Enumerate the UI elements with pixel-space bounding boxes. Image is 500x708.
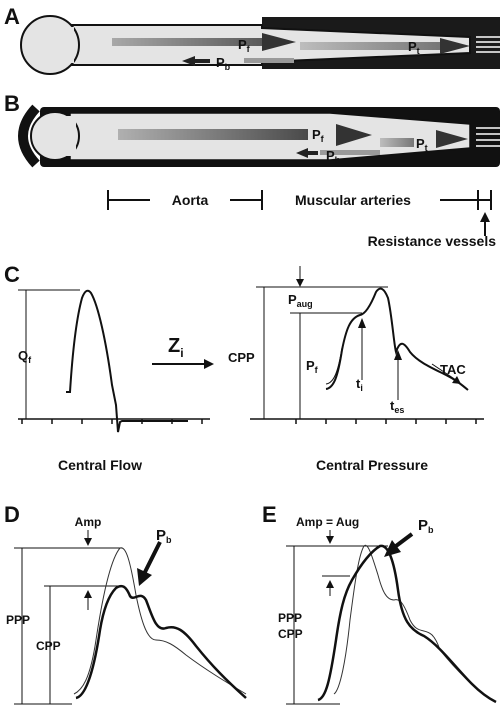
pb-arrow-shaft-d: [142, 541, 162, 575]
panel-d-plot: [14, 530, 247, 705]
label-pf-c: Pf: [306, 358, 319, 375]
pressure-trace-echo: [325, 347, 343, 385]
caption-central-flow: Central Flow: [58, 457, 142, 473]
ti-arrowhead-icon: [358, 318, 366, 328]
ventricle-neck-b: [66, 116, 76, 156]
label-ppp-d: PPP: [6, 613, 30, 627]
pressure-trace: [325, 287, 469, 391]
central-pressure-plot: [250, 266, 484, 424]
label-pb-a: Pb: [216, 55, 231, 72]
caption-central-pressure: Central Pressure: [316, 457, 428, 473]
label-tes: tes: [390, 398, 404, 415]
label-pf-a: Pf: [238, 37, 251, 54]
pt-bar-a: [300, 42, 440, 50]
label-pt-b: Pt: [416, 136, 428, 153]
resistance-pointer-icon: [480, 212, 490, 222]
label-pb-b: Pb: [326, 148, 341, 165]
pt-bar-b: [380, 138, 414, 147]
panel-label-e: E: [262, 502, 277, 527]
pb-bar-b: [320, 150, 380, 155]
tes-arrowhead-icon: [394, 350, 402, 360]
central-trace-e: [317, 544, 497, 704]
label-cpp-c: CPP: [228, 350, 255, 365]
pb-arrow-shaft-e: [394, 532, 414, 548]
vessel-model-b: [18, 104, 500, 168]
pb-arrowhead-icon-e: [384, 540, 401, 557]
panel-label-d: D: [4, 502, 20, 527]
pressure-axis-ticks: [295, 419, 477, 424]
label-cpp-d: CPP: [36, 639, 61, 653]
label-qf: Qf: [18, 348, 32, 365]
amp-arrowhead-icon-d: [84, 538, 92, 546]
thick-ventricle-wall-b: [18, 104, 40, 168]
peripheral-trace-d: [73, 547, 247, 695]
zi-arrowhead-icon: [204, 359, 214, 369]
aug-arrowhead-icon-d: [84, 590, 92, 598]
label-pb-d: Pb: [156, 527, 172, 545]
paug-pointer-icon: [296, 279, 304, 287]
flow-trace: [66, 289, 188, 433]
label-amp-d: Amp: [75, 515, 102, 529]
label-ppp-e: PPP: [278, 611, 302, 625]
pb-arrowhead-b: [296, 148, 308, 158]
label-zi: Zi: [168, 335, 184, 360]
segment-aorta: Aorta: [172, 192, 209, 208]
amp-arrowhead-icon-e: [326, 536, 334, 544]
central-trace-d: [75, 584, 247, 700]
label-amp-aug-e: Amp = Aug: [296, 515, 359, 529]
label-tac: TAC: [440, 362, 466, 377]
pb-arrowhead-icon-d: [137, 568, 152, 586]
pf-arrow-b: [336, 124, 372, 146]
aug-arrowhead-icon-e: [326, 580, 334, 588]
pt-arrow-a: [440, 38, 470, 54]
central-flow-plot: [18, 289, 210, 433]
panel-label-c: C: [4, 262, 20, 287]
panel-label-a: A: [4, 4, 20, 29]
tac-pointer: [431, 363, 457, 381]
pt-arrow-b: [436, 130, 468, 148]
label-pt-a: Pt: [408, 39, 420, 56]
resistance-stripes-a: [476, 36, 500, 53]
ventricle-neck-a: [64, 27, 74, 63]
pb-arrowhead-a: [182, 56, 195, 66]
label-pb-e: Pb: [418, 517, 434, 535]
label-ti: ti: [356, 376, 363, 393]
pf-arrow-a: [262, 33, 296, 51]
panel-label-b: B: [4, 91, 20, 116]
pf-bar-a: [112, 38, 262, 46]
segment-muscular: Muscular arteries: [295, 192, 411, 208]
resistance-stripes-b: [476, 127, 500, 147]
label-pf-b: Pf: [312, 127, 325, 144]
label-cpp-e: CPP: [278, 627, 303, 641]
pb-bar-a: [244, 58, 294, 63]
pf-bar-b: [118, 129, 308, 140]
tac-arrowhead-icon: [452, 376, 461, 384]
vessel-model-a: [20, 15, 500, 75]
panel-e-plot: [286, 530, 497, 705]
segment-resistance: Resistance vessels: [368, 233, 497, 249]
label-paug: Paug: [288, 292, 313, 309]
segment-brackets: [107, 190, 492, 236]
